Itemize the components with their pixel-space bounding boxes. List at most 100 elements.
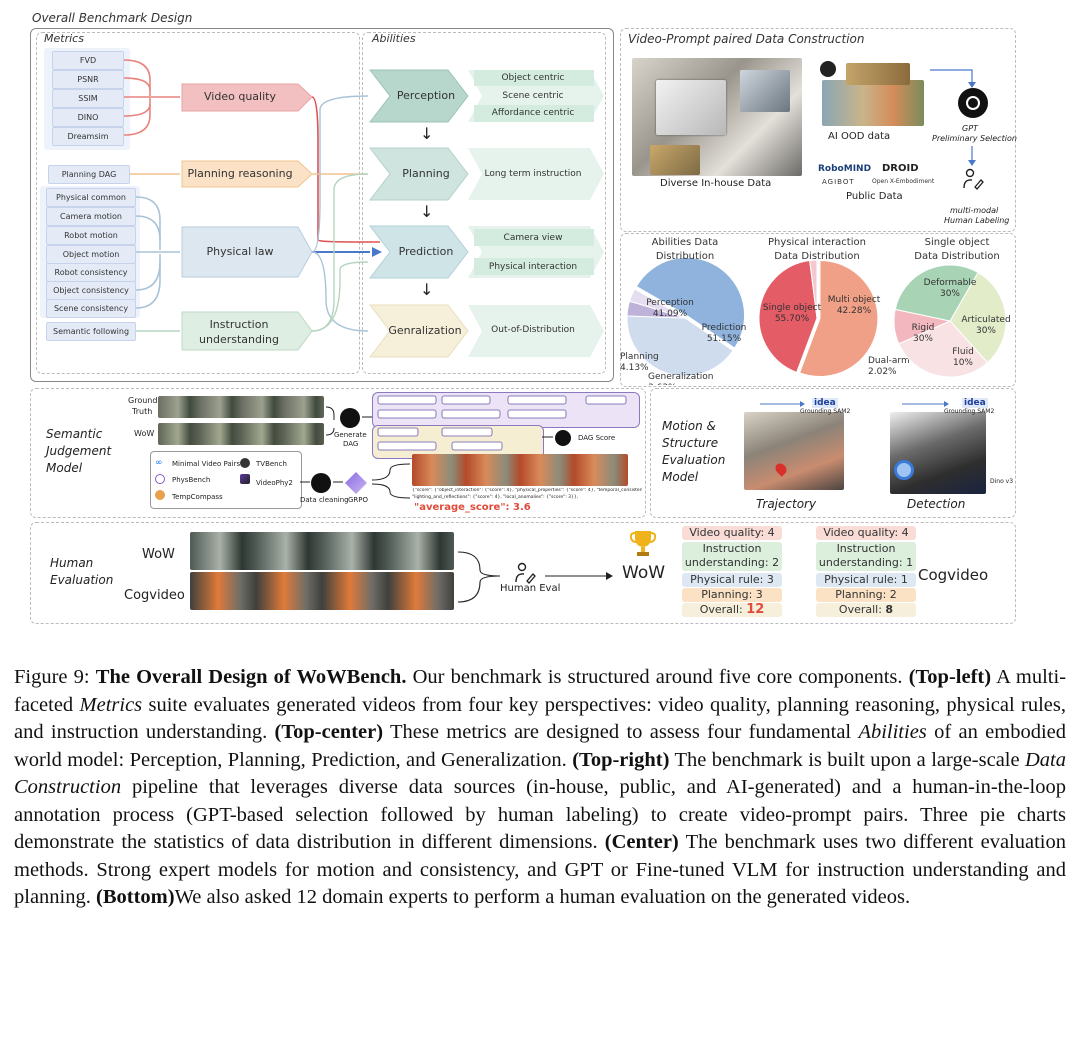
dag-nodes: [377, 395, 627, 451]
model-videophy2: VideoPhy2: [256, 479, 293, 487]
wow-frames-label: WoW: [134, 429, 155, 438]
idea-logo-2: idea: [962, 398, 988, 408]
pie-label: Planning: [620, 352, 659, 362]
ability-planning: Planning: [402, 167, 450, 180]
metric-dreamsim: Dreamsim: [52, 127, 124, 146]
cog-score-overall: Overall: 8: [816, 603, 916, 617]
pie-label: Deformable: [924, 278, 977, 288]
wow-big-label: WoW: [622, 563, 666, 583]
caption-bottom: (Bottom): [96, 886, 175, 908]
pie-charts-box: [620, 233, 1016, 387]
grpo-icon: [345, 472, 367, 494]
wow-score-physical: Physical rule: 3: [682, 573, 782, 587]
metric-dino: DINO: [52, 108, 124, 127]
human-eval-arrows: [457, 551, 613, 603]
public-data-label: Public Data: [846, 191, 903, 202]
pie-title: Single object: [925, 237, 990, 248]
sub-scene-centric: Scene centric: [502, 91, 564, 101]
model-mvp: Minimal Video Pairs: [172, 460, 241, 468]
category-planning-reasoning: Planning reasoning: [187, 167, 293, 180]
dag-score-gpt-icon: [555, 430, 571, 446]
grpo-frames: [412, 454, 628, 486]
human-label-2: Human Labeling: [944, 216, 1010, 225]
data-cleaning-gpt-icon: [311, 473, 331, 493]
meta-icon: ∞: [155, 458, 163, 468]
sub-long-term-instruction: Long term instruction: [484, 169, 582, 179]
caption-text-4: The benchmark uses two different evaluat…: [14, 831, 1066, 908]
wow-overall-value: 12: [746, 602, 765, 617]
wow-overall-label: Overall:: [699, 603, 747, 616]
caption-title: The Overall Design of WoWBench.: [95, 666, 407, 688]
data-cleaning-label: Data cleaning: [300, 496, 349, 504]
detection-photo: [890, 412, 986, 494]
data-construction-title: Video-Prompt paired Data Construction: [628, 32, 865, 46]
human-title-1: Human: [50, 556, 94, 570]
idea-logo: idea: [812, 398, 838, 408]
metric-ssim: SSIM: [52, 89, 124, 108]
semantic-title-1: Semantic: [46, 427, 103, 441]
pie-value: 30%: [940, 289, 960, 299]
pie-value: 3.63%: [648, 383, 677, 385]
caption-text-3a: The benchmark is built upon a large-scal…: [669, 748, 1025, 771]
category-instruction-understanding: Instruction understanding: [199, 318, 279, 346]
pie-label: Prediction: [702, 323, 747, 333]
gpt-selection-label-1: GPT: [962, 124, 978, 133]
pie-slice-articulated: [898, 320, 989, 378]
caption-center: (Center): [604, 831, 679, 853]
semantic-title-3: Model: [46, 461, 83, 475]
motion-title-1: Motion &: [662, 419, 716, 433]
robomind-logo: RoboMIND: [818, 164, 872, 174]
human-label-1: multi-modal: [950, 206, 999, 215]
pie-slice-generalization: [628, 288, 686, 319]
sub-camera-view: Camera view: [503, 233, 563, 243]
oxe-logo: Open X-Embodiment: [872, 178, 935, 185]
dino-label: Dino v3: [990, 478, 1014, 485]
ai-ood-photo: [822, 80, 924, 126]
figure-caption: Figure 9: The Overall Design of WoWBench…: [14, 664, 1066, 912]
sub-physical-interaction: Physical interaction: [488, 262, 578, 272]
pie-title: Distribution: [656, 251, 714, 262]
caption-text-5: We also asked 12 domain experts to perfo…: [174, 886, 911, 908]
ai-ood-label: AI OOD data: [828, 131, 891, 142]
model-list-box: [150, 451, 302, 509]
physbench-icon: [155, 474, 165, 484]
motion-title-2: Structure: [662, 436, 719, 450]
cog-score-planning: Planning: 2: [816, 588, 916, 602]
sub-object-centric: Object centric: [501, 73, 565, 83]
semantic-arrows: [300, 406, 553, 499]
pie-charts: Abilities DataDistributionPrediction51.1…: [620, 237, 1011, 385]
average-score: "average_score": 3.6: [414, 502, 531, 513]
caption-abilities: Abilities: [858, 721, 927, 743]
wow-score-instruction: Instruction understanding: 2: [682, 542, 782, 571]
pie-label: Generalization: [648, 372, 713, 382]
pie-value: 30%: [913, 334, 933, 344]
pie-slice-perception: [626, 315, 734, 377]
cog-score-instruction: Instruction understanding: 1: [816, 542, 916, 571]
wow-frames: [158, 423, 324, 445]
agibot-logo: AGIBOT: [822, 178, 855, 186]
human-wow-label: WoW: [142, 547, 175, 562]
magnifier-icon: [894, 460, 914, 480]
caption-text-1: Our benchmark is structured around five …: [406, 666, 909, 688]
wow-score-instruction-text: Instruction understanding: 2: [684, 542, 780, 569]
pie-title: Data Distribution: [914, 251, 999, 262]
metric-planning-dag: Planning DAG: [48, 165, 130, 184]
cog-overall-value: 8: [885, 603, 894, 616]
caption-text-2a: These metrics are designed to assess fou…: [383, 721, 859, 743]
metric-camera-motion: Camera motion: [46, 207, 136, 226]
down-arrow-icon: ↓: [420, 124, 434, 143]
caption-text-1a: A multi-faceted: [14, 666, 1067, 716]
droid-logo: DROID: [882, 163, 919, 174]
motion-box: [650, 388, 1016, 518]
json-line-2: "lighting_and_reflections": {"score": 4}…: [412, 495, 579, 500]
model-physbench: PhysBench: [172, 476, 211, 484]
pie-slice-prediction: [635, 256, 746, 349]
wow-score-planning: Planning: 3: [682, 588, 782, 602]
data-construction-arrows: [930, 69, 976, 166]
overall-box: [30, 28, 614, 382]
wow-score-video-quality: Video quality: 4: [682, 526, 782, 540]
trophy-icon: [629, 528, 657, 558]
pie-value: 30%: [976, 326, 996, 336]
pie-label: Single object: [763, 303, 822, 313]
model-tempcompass: TempCompass: [172, 493, 223, 501]
